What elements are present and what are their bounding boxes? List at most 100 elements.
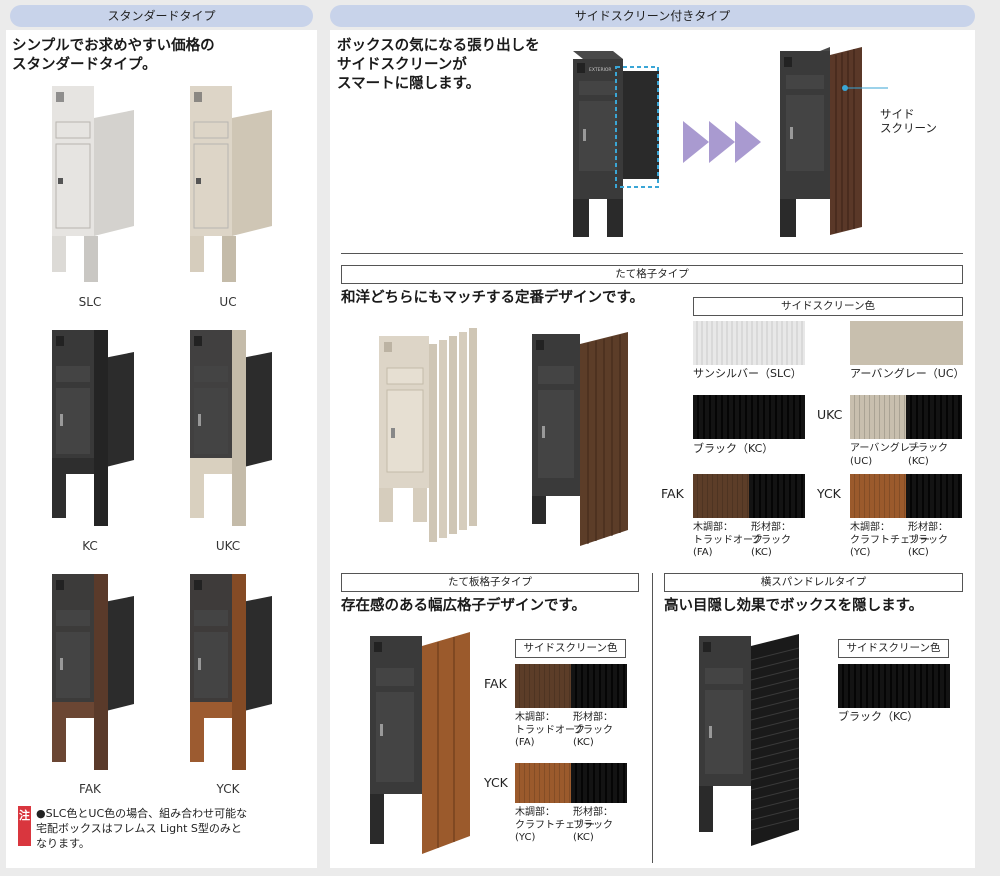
combo-label-left: 木調部：トラッドオーク(FA)	[693, 522, 763, 560]
combo-label-right-line: (KC)	[573, 737, 594, 748]
combo-label-right: 形材部：ブラック(KC)	[573, 807, 613, 845]
combo-code: FAK	[661, 486, 684, 501]
combo-label-right-line: 形材部：	[573, 712, 613, 723]
vertical-lattice-uc-image	[379, 328, 477, 542]
hero-before-logo: EXTERIOR	[589, 67, 612, 73]
combo-label-right: ブラック(KC)	[908, 443, 948, 468]
combo-label-right-line: 形材部：	[751, 522, 791, 533]
combo-swatch-right	[571, 664, 627, 708]
right-lead-line-3: スマートに隠します。	[337, 76, 481, 92]
spandrel-swatch-kc	[838, 664, 950, 708]
board-lattice-image	[370, 632, 470, 854]
product-code-uc: UC	[219, 295, 237, 309]
vertical-lattice-fak-image	[532, 332, 628, 546]
spandrel-color-title: サイドスクリーン色	[838, 639, 949, 658]
vertical-lattice-color-title: サイドスクリーン色	[693, 297, 963, 316]
product-code-kc: KC	[82, 539, 98, 553]
callout-line-1: サイド	[880, 107, 915, 121]
combo-label-left-line: トラッドオーク	[515, 724, 585, 736]
note-text: ●SLC色とUC色の場合、組み合わせ可能な 宅配ボックスはフレムス Light …	[36, 806, 247, 851]
combo-code: YCK	[817, 486, 841, 501]
combo-swatch-left	[515, 763, 571, 803]
note-line-2: 宅配ボックスはフレムス Light S型のみと	[36, 822, 242, 835]
combo-swatch-left	[693, 474, 749, 518]
hero-before-image: EXTERIOR	[573, 51, 659, 237]
combo-label-left: アーバングレー(UC)	[850, 443, 920, 468]
combo-swatch-left	[850, 474, 906, 518]
swatch-uc-label: アーバングレー（UC）	[850, 367, 965, 380]
board-lattice-lead: 存在感のある幅広格子デザインです。	[341, 598, 587, 614]
note-mark: 注	[18, 806, 31, 846]
right-lead: ボックスの気になる張り出しを サイドスクリーンが スマートに隠します。	[337, 37, 540, 94]
board-lattice-title: たて板格子タイプ	[341, 573, 639, 592]
swatch-slc	[693, 321, 805, 365]
spandrel-image	[699, 634, 800, 846]
product-code-slc: SLC	[78, 295, 102, 309]
right-header: サイドスクリーン付きタイプ	[330, 5, 975, 27]
combo-label-right-line: (KC)	[573, 832, 594, 843]
combo-label-left-line: (UC)	[850, 455, 873, 467]
combo-label-left: 木調部：クラフトチェリー(YC)	[850, 522, 930, 560]
arrow-icon-group	[683, 121, 761, 163]
combo-label-right: 形材部：ブラック(KC)	[573, 712, 613, 750]
product-image-uc	[190, 86, 272, 282]
spandrel-swatch-label: ブラック（KC）	[838, 710, 919, 723]
combo-label-left-line: (YC)	[515, 832, 536, 843]
combo-swatch-right	[571, 763, 627, 803]
combo-swatch-right	[906, 395, 962, 439]
swatch-slc-label: サンシルバー（SLC）	[693, 367, 802, 380]
product-image-kc	[52, 330, 134, 526]
left-header: スタンダードタイプ	[10, 5, 313, 27]
combo-label-right-line: ブラック	[573, 724, 613, 736]
combo-code: YCK	[484, 775, 508, 790]
combo-label-left: 木調部：トラッドオーク(FA)	[515, 712, 585, 750]
callout-line	[872, 87, 888, 89]
product-code-yck: YCK	[216, 782, 240, 796]
product-image-ukc	[190, 330, 272, 526]
product-code-fak: FAK	[79, 782, 101, 796]
product-image-yck	[190, 574, 272, 770]
left-lead-line-1: シンプルでお求めやすい価格の	[12, 38, 215, 54]
combo-label-right-line: ブラック	[751, 534, 791, 546]
combo-label-left-line: (FA)	[693, 547, 713, 558]
combo-label-left-line: (FA)	[515, 737, 535, 748]
swatch-kc-label: ブラック（KC）	[693, 442, 774, 455]
combo-label-right-line: 形材部：	[573, 807, 613, 818]
divider-top	[341, 253, 963, 254]
combo-label-left-line: (YC)	[850, 547, 871, 558]
combo-label-left-line: 木調部：	[515, 807, 555, 818]
note-line-3: なります。	[36, 837, 90, 850]
side-screen-callout: サイド スクリーン	[880, 107, 937, 135]
combo-label-right-line: (KC)	[908, 455, 929, 467]
combo-label-right: 形材部：ブラック(KC)	[908, 522, 948, 560]
product-code-ukc: UKC	[215, 539, 241, 553]
board-lattice-color-title: サイドスクリーン色	[515, 639, 626, 658]
divider-vertical	[652, 573, 653, 863]
combo-swatch-left	[515, 664, 571, 708]
spandrel-title: 横スパンドレルタイプ	[664, 573, 963, 592]
left-lead: シンプルでお求めやすい価格の スタンダードタイプ。	[12, 37, 215, 75]
vertical-lattice-lead: 和洋どちらにもマッチする定番デザインです。	[341, 290, 645, 306]
swatch-uc	[850, 321, 963, 365]
callout-line-2: スクリーン	[880, 121, 937, 135]
swatch-kc	[693, 395, 805, 439]
combo-label-right-line: ブラック	[908, 443, 948, 454]
combo-label-right-line: ブラック	[573, 819, 613, 831]
combo-label-left-line: クラフトチェリー	[515, 819, 595, 831]
product-image-slc	[52, 86, 134, 282]
combo-label-right-line: (KC)	[751, 547, 772, 558]
hero-after-image	[780, 47, 872, 237]
combo-label-left-line: トラッドオーク	[693, 534, 763, 546]
combo-label-right: 形材部：ブラック(KC)	[751, 522, 791, 560]
product-image-fak	[52, 574, 134, 770]
combo-swatch-right	[906, 474, 962, 518]
right-lead-line-2: サイドスクリーンが	[337, 57, 467, 73]
combo-label-left-line: 木調部：	[850, 522, 890, 533]
combo-code: UKC	[817, 407, 843, 422]
left-lead-line-2: スタンダードタイプ。	[12, 57, 157, 73]
combo-label-left-line: クラフトチェリー	[850, 534, 930, 546]
combo-swatch-left	[850, 395, 906, 439]
combo-label-right-line: 形材部：	[908, 522, 948, 533]
vertical-lattice-title: たて格子タイプ	[341, 265, 963, 284]
combo-code: FAK	[484, 676, 507, 691]
